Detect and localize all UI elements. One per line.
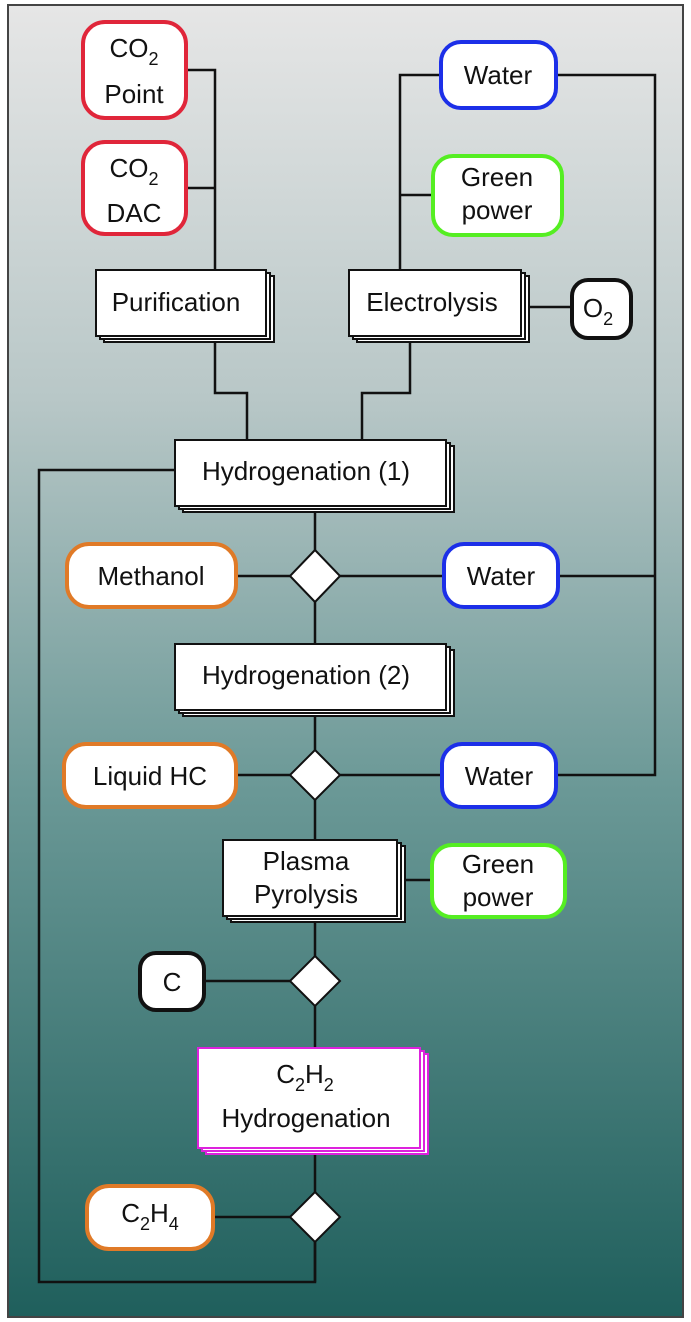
water-2-label: Water xyxy=(465,761,534,791)
plasma-pyrolysis-process: Plasma Pyrolysis xyxy=(222,839,406,923)
green-power-source-top: Green power xyxy=(431,154,564,237)
o2-output: O2 xyxy=(570,278,633,340)
water-output-1: Water xyxy=(442,542,560,609)
c2h4-output: C2H4 xyxy=(85,1184,215,1251)
green-power-top-line1: Green xyxy=(461,162,533,192)
plasma-pyrolysis-line2: Pyrolysis xyxy=(254,879,358,909)
water-source-top: Water xyxy=(439,40,558,110)
purification-label: Purification xyxy=(112,287,241,317)
water-top-label: Water xyxy=(464,60,533,90)
c2h2-hydrogenation-label: Hydrogenation xyxy=(221,1103,390,1133)
liquid-hc-output: Liquid HC xyxy=(62,742,238,809)
c2h2-formula: C2H2 xyxy=(276,1059,334,1095)
green-power-top-line2: power xyxy=(462,195,533,225)
carbon-output: C xyxy=(138,951,206,1012)
methanol-label: Methanol xyxy=(98,561,205,591)
split-diamond-carbon xyxy=(288,954,342,1008)
co2-point-formula: CO2 xyxy=(109,33,158,69)
electrolysis-label: Electrolysis xyxy=(366,287,497,317)
split-diamond-liquid-hc xyxy=(288,748,342,802)
co2-point-source: CO2 Point xyxy=(81,20,188,120)
co2-dac-source: CO2 DAC xyxy=(81,140,188,236)
hydrogenation-1-label: Hydrogenation (1) xyxy=(202,456,410,486)
methanol-output: Methanol xyxy=(65,542,238,609)
liquid-hc-label: Liquid HC xyxy=(93,761,207,791)
co2-point-label: Point xyxy=(104,79,164,109)
green-power-2-line1: Green xyxy=(462,849,534,879)
water-1-label: Water xyxy=(467,561,536,591)
c2h4-formula: C2H4 xyxy=(121,1198,179,1234)
co2-dac-formula: CO2 xyxy=(109,153,158,189)
hydrogenation-1-process: Hydrogenation (1) xyxy=(174,439,455,513)
electrolysis-process: Electrolysis xyxy=(348,269,530,343)
co2-dac-label: DAC xyxy=(107,198,162,228)
hydrogenation-2-label: Hydrogenation (2) xyxy=(202,660,410,690)
split-diamond-methanol xyxy=(288,548,342,604)
hydrogenation-2-process: Hydrogenation (2) xyxy=(174,643,455,717)
plasma-pyrolysis-line1: Plasma xyxy=(263,846,350,876)
carbon-label: C xyxy=(163,967,182,997)
c2h2-hydrogenation-process: C2H2 Hydrogenation xyxy=(197,1047,429,1155)
green-power-2-line2: power xyxy=(463,882,534,912)
split-diamond-c2h4 xyxy=(288,1190,342,1244)
o2-formula: O2 xyxy=(583,293,613,329)
green-power-source-2: Green power xyxy=(430,843,567,919)
purification-process: Purification xyxy=(95,269,275,343)
water-output-2: Water xyxy=(440,742,558,809)
